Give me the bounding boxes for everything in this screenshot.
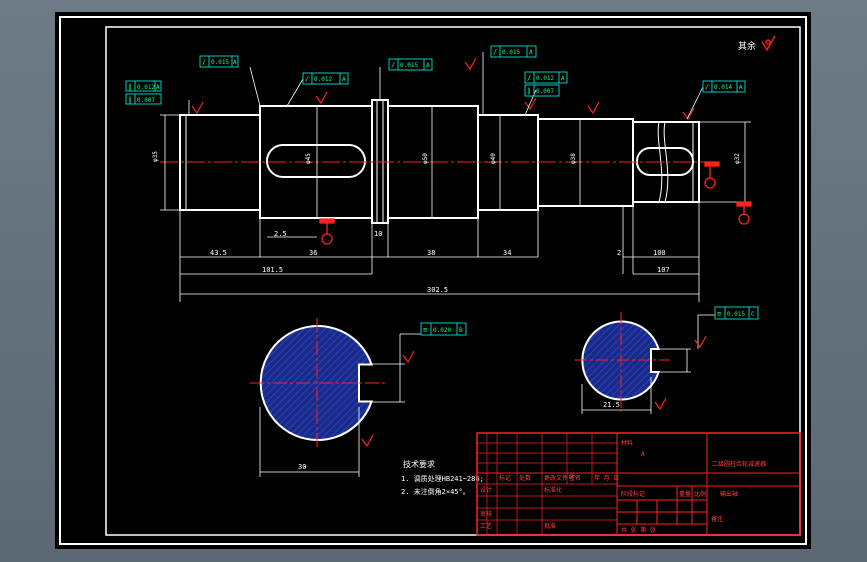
- outer-border: [59, 16, 807, 545]
- drawing-canvas[interactable]: 其余: [55, 12, 811, 549]
- svg-text:/: /: [705, 83, 709, 91]
- svg-text:/: /: [305, 75, 309, 83]
- dim-text: 21.5: [603, 401, 620, 409]
- gdt-frame-7[interactable]: / 0.012 A: [524, 71, 568, 84]
- svg-text:批准: 批准: [544, 522, 556, 530]
- dim-text: 101.5: [262, 266, 283, 274]
- keyway-gear-seat: [266, 144, 366, 178]
- svg-text:0.015: 0.015: [211, 59, 229, 66]
- dim-text: 10: [374, 230, 382, 238]
- dim-text: 36: [309, 249, 317, 257]
- dimension-lines: [179, 202, 700, 302]
- svg-text:工艺: 工艺: [480, 522, 492, 530]
- svg-text:φ50: φ50: [422, 153, 429, 164]
- dim-text: 100: [653, 249, 666, 257]
- svg-text:2. 未注倒角2×45°。: 2. 未注倒角2×45°。: [401, 487, 470, 496]
- svg-text:0.015: 0.015: [400, 62, 418, 69]
- title-label-a: A: [641, 451, 645, 458]
- svg-text:备注: 备注: [711, 515, 723, 523]
- svg-text:∥: ∥: [527, 87, 531, 95]
- svg-text:重量: 重量: [679, 490, 691, 498]
- svg-text:处数: 处数: [519, 474, 531, 482]
- break-line: [657, 121, 663, 203]
- svg-text:∥: ∥: [128, 83, 132, 91]
- roughness-symbol: [761, 35, 776, 52]
- svg-text:0.020: 0.020: [433, 327, 451, 334]
- gdt-frame-8[interactable]: ∥ 0.007: [524, 84, 560, 97]
- svg-text:1. 调质处理HB241~286;: 1. 调质处理HB241~286;: [401, 474, 484, 483]
- svg-text:共 张 第 张: 共 张 第 张: [621, 526, 656, 534]
- roughness-marks: [191, 57, 695, 121]
- gdt-frame-6[interactable]: / 0.015 A: [490, 45, 537, 58]
- dim-text: 30: [298, 463, 306, 471]
- svg-text:标准化: 标准化: [544, 486, 562, 494]
- roughness-note: 其余: [738, 40, 756, 52]
- gdt-frame-5[interactable]: / 0.015 A: [388, 58, 433, 71]
- title-block[interactable]: [476, 432, 801, 536]
- svg-text:/: /: [527, 74, 531, 82]
- svg-text:≡: ≡: [423, 326, 427, 334]
- part-name: 输出轴: [720, 490, 738, 498]
- svg-text:B: B: [459, 327, 463, 334]
- svg-text:0.007: 0.007: [137, 97, 155, 104]
- svg-text:0.007: 0.007: [536, 88, 554, 95]
- datum-markers: [319, 161, 752, 245]
- svg-text:A: A: [739, 84, 743, 91]
- svg-text:∥: ∥: [128, 96, 132, 104]
- svg-text:φ35: φ35: [152, 151, 159, 162]
- svg-text:/: /: [202, 58, 206, 66]
- dim-text: 107: [657, 266, 670, 274]
- gdt-frame-9[interactable]: / 0.014 A: [702, 80, 746, 93]
- svg-text:φ38: φ38: [570, 153, 577, 164]
- svg-text:/: /: [493, 48, 497, 56]
- svg-text:技术要求: 技术要求: [403, 459, 435, 469]
- dim-text: 302.5: [427, 286, 448, 294]
- gdt-frame-10[interactable]: ≡ 0.020 B: [420, 322, 467, 336]
- svg-text:0.015: 0.015: [727, 311, 745, 318]
- svg-text:0.012: 0.012: [137, 84, 155, 91]
- svg-text:阶段标记: 阶段标记: [621, 490, 645, 498]
- svg-text:A: A: [156, 84, 160, 91]
- svg-text:更改文件号: 更改文件号: [544, 474, 574, 482]
- svg-text:设计: 设计: [480, 486, 492, 494]
- svg-text:φ45: φ45: [305, 153, 312, 164]
- title-label-material: 材料: [621, 439, 633, 447]
- svg-text:A: A: [426, 62, 430, 69]
- dim-text: 34: [503, 249, 511, 257]
- dim-text: 38: [427, 249, 435, 257]
- inner-border: [105, 26, 801, 536]
- gdt-frame-11[interactable]: ≡ 0.015 C: [714, 306, 759, 320]
- svg-text:0.012: 0.012: [314, 76, 332, 83]
- gdt-frame-1[interactable]: ∥ 0.012 A: [125, 80, 162, 92]
- dim-text: 2: [617, 249, 621, 257]
- svg-text:C: C: [751, 311, 755, 318]
- gdt-frame-2[interactable]: ∥ 0.007: [125, 93, 162, 105]
- svg-text:φ40: φ40: [490, 153, 497, 164]
- svg-text:年 月 日: 年 月 日: [594, 474, 619, 482]
- svg-text:A: A: [233, 59, 237, 66]
- svg-text:/: /: [391, 61, 395, 69]
- dim-text: 2.5: [274, 230, 287, 238]
- svg-text:A: A: [529, 49, 533, 56]
- svg-text:审核: 审核: [480, 510, 492, 518]
- technical-notes: 技术要求 1. 调质处理HB241~286; 2. 未注倒角2×45°。: [401, 459, 484, 496]
- svg-text:0.012: 0.012: [536, 75, 554, 82]
- svg-text:标记: 标记: [499, 474, 511, 482]
- svg-text:A: A: [342, 76, 346, 83]
- svg-text:比例: 比例: [694, 490, 706, 498]
- svg-text:签名: 签名: [569, 474, 581, 482]
- dim-text: 43.5: [210, 249, 227, 257]
- gdt-frame-3[interactable]: / 0.015 A: [199, 55, 239, 68]
- svg-text:A: A: [561, 75, 565, 82]
- cad-viewport[interactable]: 其余: [55, 12, 811, 549]
- svg-text:≡: ≡: [717, 310, 721, 318]
- svg-text:0.014: 0.014: [714, 84, 732, 91]
- section-view-output-end[interactable]: 21.5: [575, 312, 715, 414]
- gdt-frame-4[interactable]: / 0.012 A: [302, 72, 349, 85]
- drawing-name: 二级圆柱齿轮减速器: [712, 460, 766, 468]
- section-view-gear-seat[interactable]: 30: [250, 318, 421, 477]
- svg-text:0.015: 0.015: [502, 49, 520, 56]
- svg-text:φ32: φ32: [734, 153, 741, 164]
